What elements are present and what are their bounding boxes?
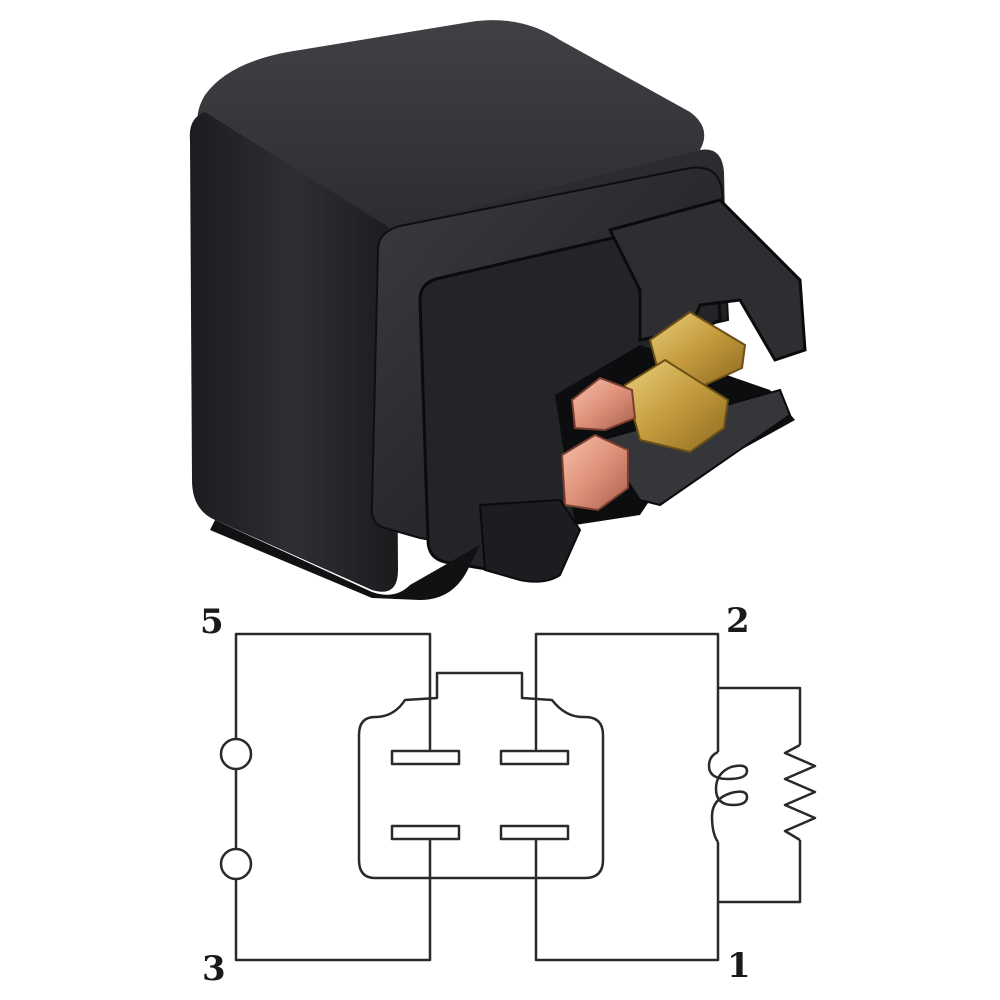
terminal-blade-bottom-left bbox=[390, 824, 461, 841]
lamp-upper-icon bbox=[219, 737, 253, 771]
pin-label-5: 5 bbox=[200, 602, 224, 642]
connector-lip bbox=[478, 498, 582, 583]
pin-label-3: 3 bbox=[202, 949, 226, 989]
pin-label-2: 2 bbox=[726, 601, 750, 641]
wire-resistor-top bbox=[718, 686, 802, 745]
connector-latch bbox=[607, 198, 807, 362]
copper-terminal-upper bbox=[570, 376, 637, 432]
pin-label-1: 1 bbox=[727, 946, 751, 986]
wire-pin-5 bbox=[234, 632, 432, 751]
wire-pin-1 bbox=[534, 839, 720, 962]
wire-pin-3 bbox=[234, 839, 432, 962]
wire-pin-2 bbox=[534, 632, 720, 752]
relay-photo-icon bbox=[189, 20, 807, 600]
socket-outline bbox=[357, 671, 605, 880]
relay-housing-side bbox=[189, 112, 398, 592]
lamp-lower-icon bbox=[219, 847, 253, 881]
brass-terminal-lower bbox=[623, 358, 730, 454]
resistor-icon bbox=[783, 743, 817, 842]
housing-bottom-edge bbox=[210, 520, 480, 600]
coil-icon bbox=[707, 750, 749, 843]
wire-resistor-bottom bbox=[718, 840, 802, 904]
relay-schematic bbox=[219, 632, 817, 962]
copper-terminal-lower bbox=[560, 433, 629, 512]
terminal-blade-top-left bbox=[390, 749, 461, 766]
terminal-blade-bottom-right bbox=[499, 824, 570, 841]
terminal-blade-top-right bbox=[499, 749, 570, 766]
